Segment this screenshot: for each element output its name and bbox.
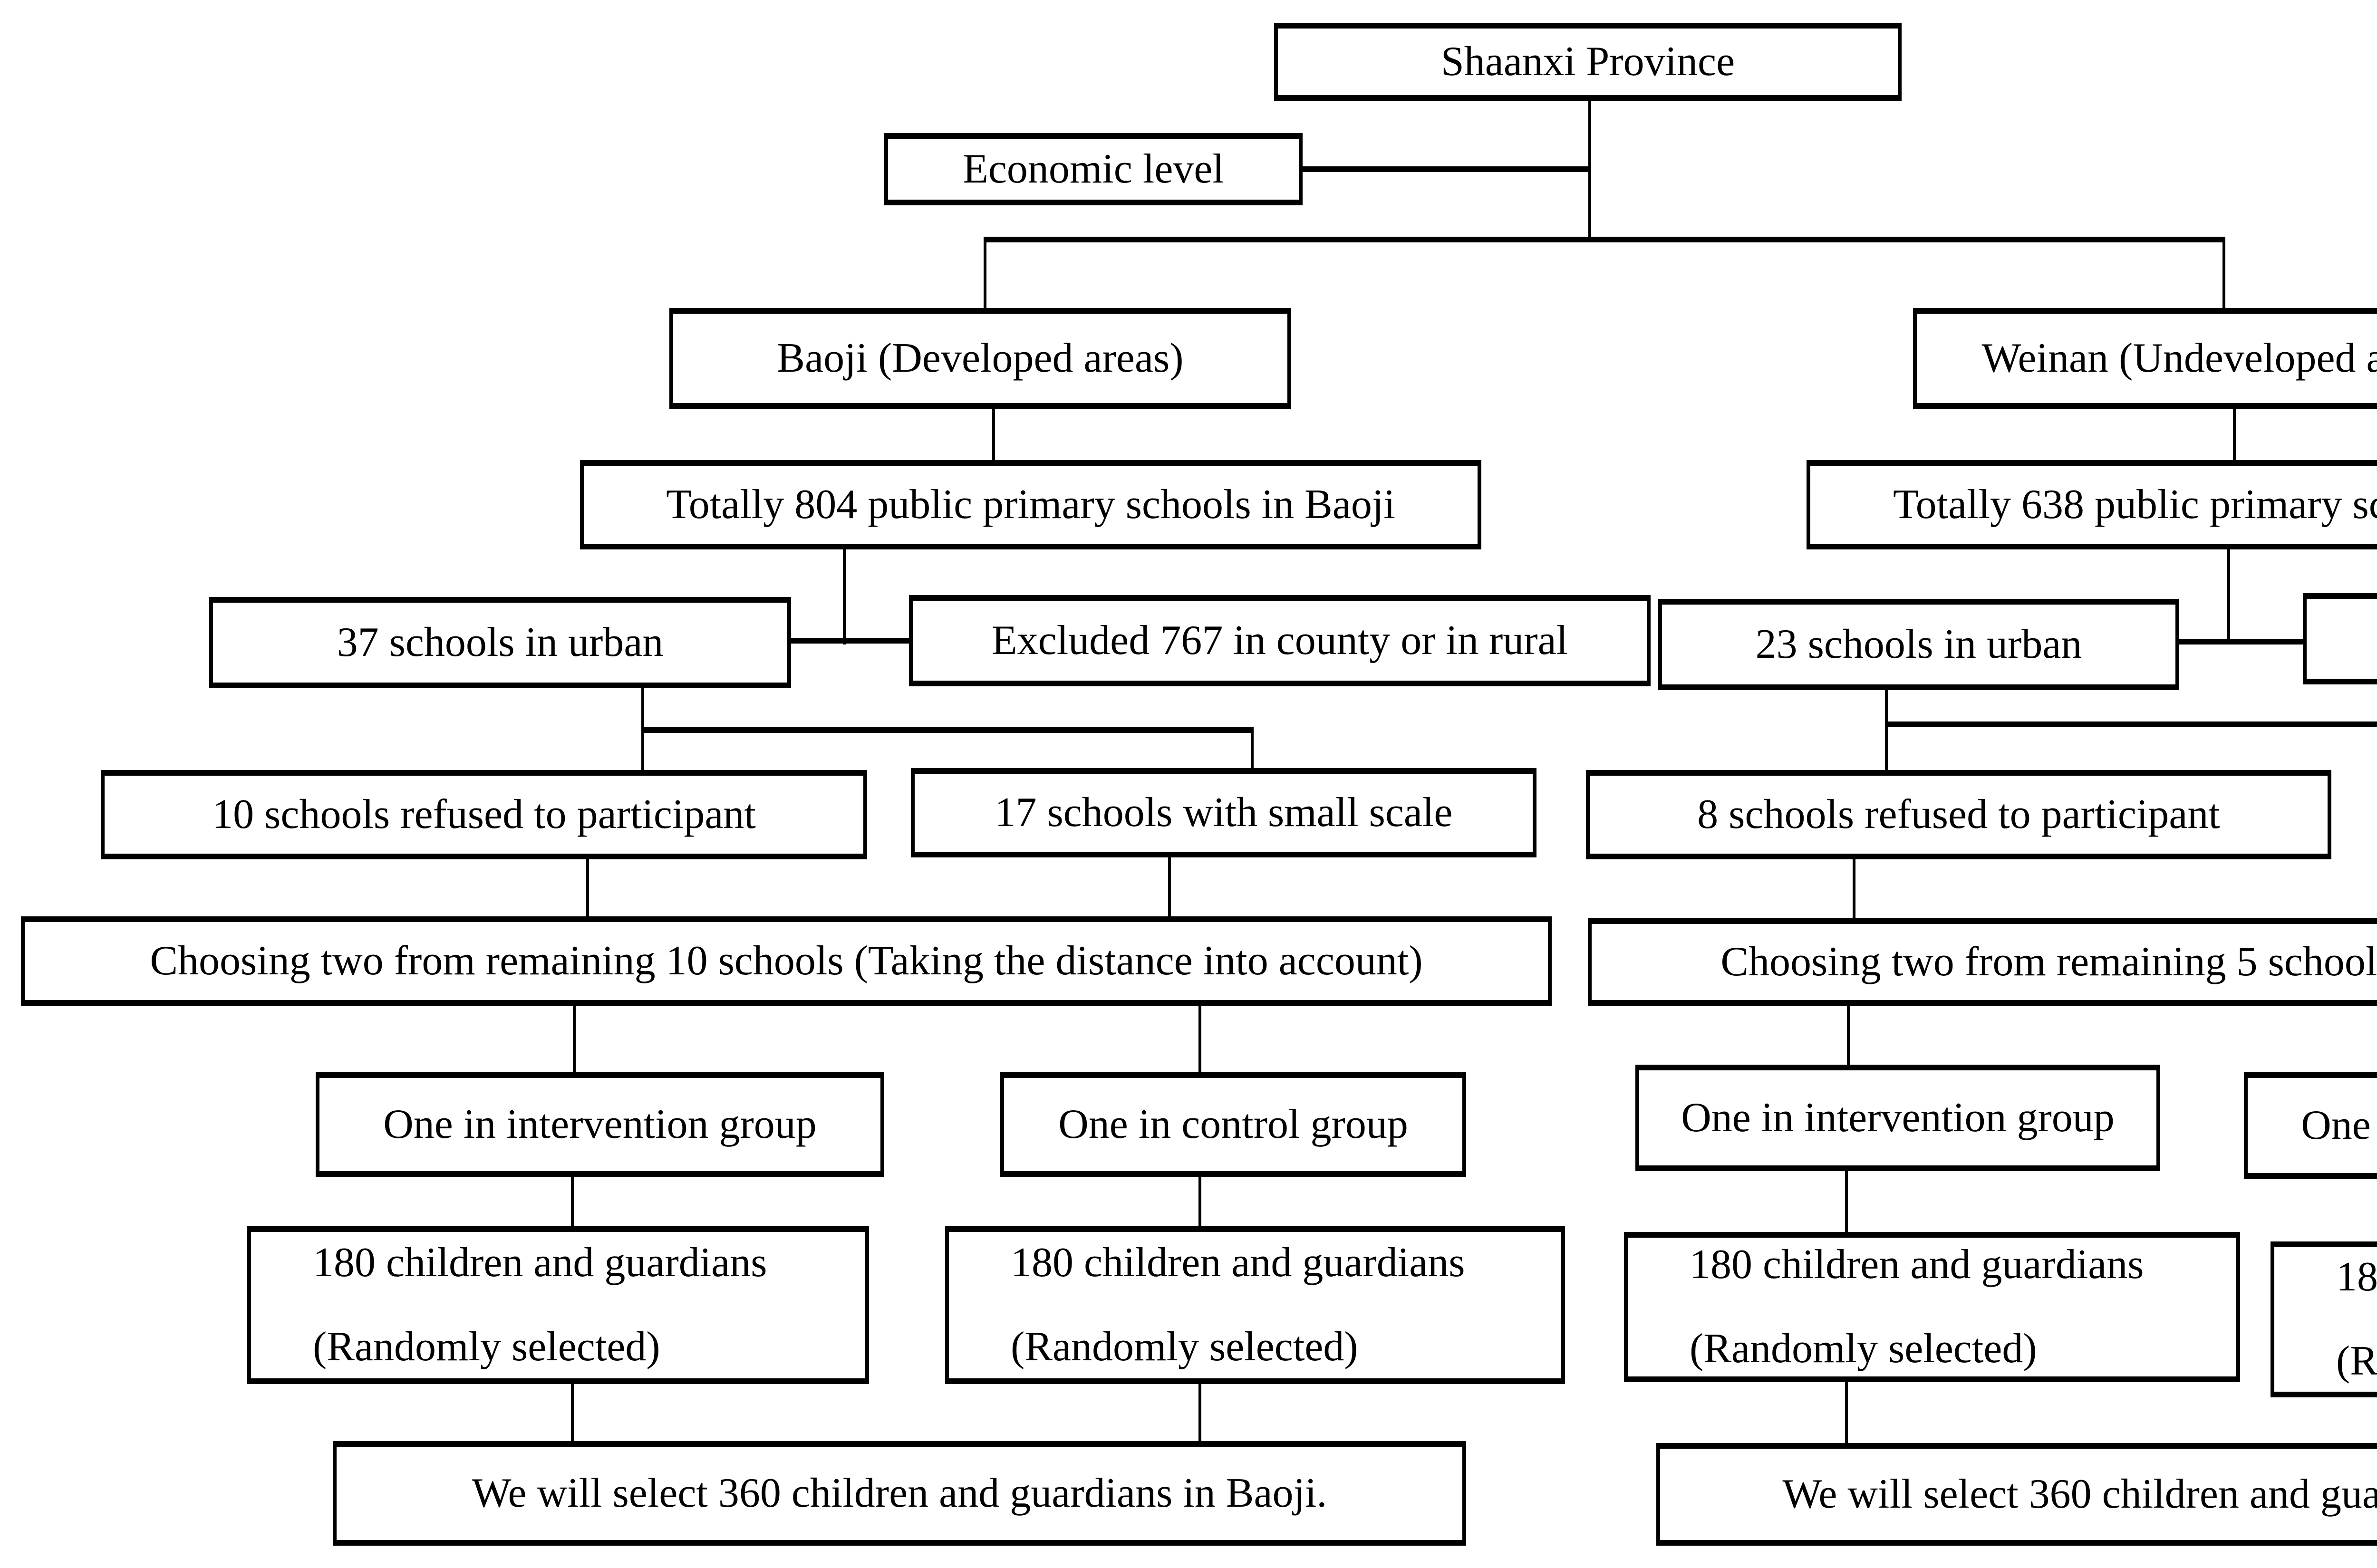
node-weinan-total-schools: Totally 638 public primary schools in We… (1807, 460, 2377, 549)
connector-baoji-refused-down (586, 859, 589, 916)
node-weinan-control-sample: 180 children and guardians (Randomly sel… (2271, 1241, 2377, 1397)
connector-baoji-to-total (992, 409, 995, 460)
node-weinan-urban-schools: 23 schools in urban (1658, 599, 2179, 690)
connector-baoji-control-down (1198, 1177, 1201, 1226)
connector-branch-split (984, 237, 2225, 242)
connector-baoji-urban-excluded (791, 638, 909, 644)
node-baoji-control-sample: 180 children and guardians (Randomly sel… (945, 1226, 1565, 1384)
connector-weinan-branch (1885, 721, 2377, 727)
node-baoji-small-scale-schools: 17 schools with small scale (911, 768, 1536, 857)
connector-baoji-small-down (1168, 857, 1171, 916)
node-weinan-choosing-two: Choosing two from remaining 5 schools (T… (1588, 918, 2377, 1006)
node-baoji-control-group: One in control group (1000, 1072, 1466, 1177)
connector-weinan-to-total (2233, 409, 2236, 460)
sample-size-line: 180 children and guardians (1690, 1241, 2144, 1288)
node-weinan-region: Weinan (Undeveloped areas) (1913, 308, 2377, 409)
connector-baoji-to-intervention (573, 1006, 576, 1072)
node-baoji-total-schools: Totally 804 public primary schools in Ba… (580, 460, 1481, 549)
sample-size-line: 180 children and guardians (313, 1240, 767, 1286)
node-weinan-control-group: One in control group (2244, 1072, 2377, 1179)
node-baoji-urban-schools: 37 schools in urban (209, 597, 791, 688)
node-baoji-excluded-schools: Excluded 767 in county or in rural (909, 595, 1651, 686)
node-economic-level: Economic level (884, 133, 1303, 205)
connector-baoji-total-down (843, 549, 846, 645)
node-baoji-region: Baoji (Developed areas) (669, 308, 1291, 409)
sample-size-line: 180 children and guardians (2336, 1254, 2377, 1300)
connector-baoji-to-small (1251, 727, 1254, 768)
sample-method-line: (Randomly selected) (2336, 1338, 2377, 1384)
sample-size-line: 180 children and guardians (1011, 1240, 1465, 1286)
node-baoji-final-selection: We will select 360 children and guardian… (333, 1441, 1466, 1546)
node-weinan-excluded-schools: Excluded 615 in county or in rural (2303, 593, 2377, 684)
connector-weinan-intervention-down (1845, 1171, 1848, 1232)
sample-method-line: (Randomly selected) (313, 1324, 660, 1370)
connector-to-baoji (984, 237, 986, 308)
connector-economic-level (1303, 166, 1591, 172)
node-weinan-final-selection: We will select 360 children and guardian… (1656, 1443, 2377, 1546)
node-weinan-intervention-sample: 180 children and guardians (Randomly sel… (1624, 1232, 2240, 1382)
node-baoji-intervention-group: One in intervention group (316, 1072, 884, 1177)
connector-weinan-sample1-down (1845, 1382, 1848, 1443)
node-shaanxi-province: Shaanxi Province (1274, 23, 1902, 101)
connector-baoji-branch (641, 727, 1254, 733)
connector-baoji-to-control (1198, 1006, 1201, 1072)
connector-weinan-refused-down (1853, 859, 1855, 918)
connector-baoji-sample1-down (571, 1384, 574, 1441)
node-baoji-intervention-sample: 180 children and guardians (Randomly sel… (247, 1226, 869, 1384)
connector-weinan-to-intervention (1847, 1006, 1850, 1065)
connector-weinan-urban-excluded (2179, 639, 2303, 645)
connector-to-weinan (2222, 237, 2225, 308)
connector-weinan-total-down (2227, 549, 2230, 645)
node-baoji-choosing-two: Choosing two from remaining 10 schools (… (21, 916, 1552, 1006)
node-baoji-refused-schools: 10 schools refused to participant (101, 770, 867, 859)
node-weinan-intervention-group: One in intervention group (1635, 1065, 2160, 1171)
sample-method-line: (Randomly selected) (1011, 1324, 1358, 1370)
connector-baoji-sample2-down (1198, 1384, 1201, 1441)
node-weinan-refused-schools: 8 schools refused to participant (1586, 770, 2331, 859)
connector-weinan-urban-down (1885, 690, 1888, 770)
sample-method-line: (Randomly selected) (1690, 1326, 2037, 1372)
connector-baoji-intervention-down (571, 1177, 574, 1226)
